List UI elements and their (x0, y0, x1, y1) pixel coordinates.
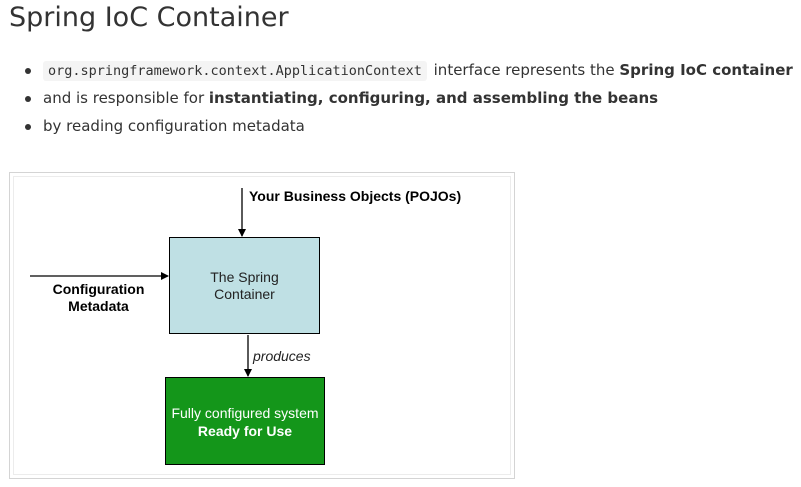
inline-code: org.springframework.context.ApplicationC… (43, 61, 427, 81)
container-label-line2: Container (214, 286, 275, 302)
diagram-inner-frame (13, 176, 511, 475)
list-item: org.springframework.context.ApplicationC… (0, 56, 793, 84)
bullet-list: org.springframework.context.ApplicationC… (0, 56, 793, 140)
system-label-line1: Fully configured system (171, 405, 319, 421)
page-title: Spring IoC Container (9, 2, 289, 33)
config-label-line1: Configuration (52, 281, 145, 297)
bullet-text: and is responsible for (43, 89, 209, 107)
list-item: by reading configuration metadata (0, 112, 793, 140)
configuration-metadata-label: Configuration Metadata (30, 281, 167, 315)
config-label-line2: Metadata (68, 298, 129, 314)
produces-label: produces (253, 348, 311, 364)
diagram-arrows (30, 188, 252, 377)
bullet-bold-text: instantiating, configuring, and assembli… (208, 89, 659, 107)
system-label-line2: Ready for Use (197, 423, 293, 439)
spring-container-box: The Spring Container (169, 237, 320, 334)
configured-system-box: Fully configured system Ready for Use (165, 377, 325, 465)
ioc-container-diagram: Your Business Objects (POJOs) Configurat… (9, 172, 515, 479)
list-item: and is responsible for instantiating, co… (0, 84, 793, 112)
bullet-text: interface represents the (428, 61, 620, 79)
bullet-text: by reading configuration metadata (43, 117, 305, 135)
business-objects-label: Your Business Objects (POJOs) (249, 188, 462, 204)
bullet-bold-text: Spring IoC container (619, 61, 793, 79)
container-label-line1: The Spring (210, 269, 279, 285)
